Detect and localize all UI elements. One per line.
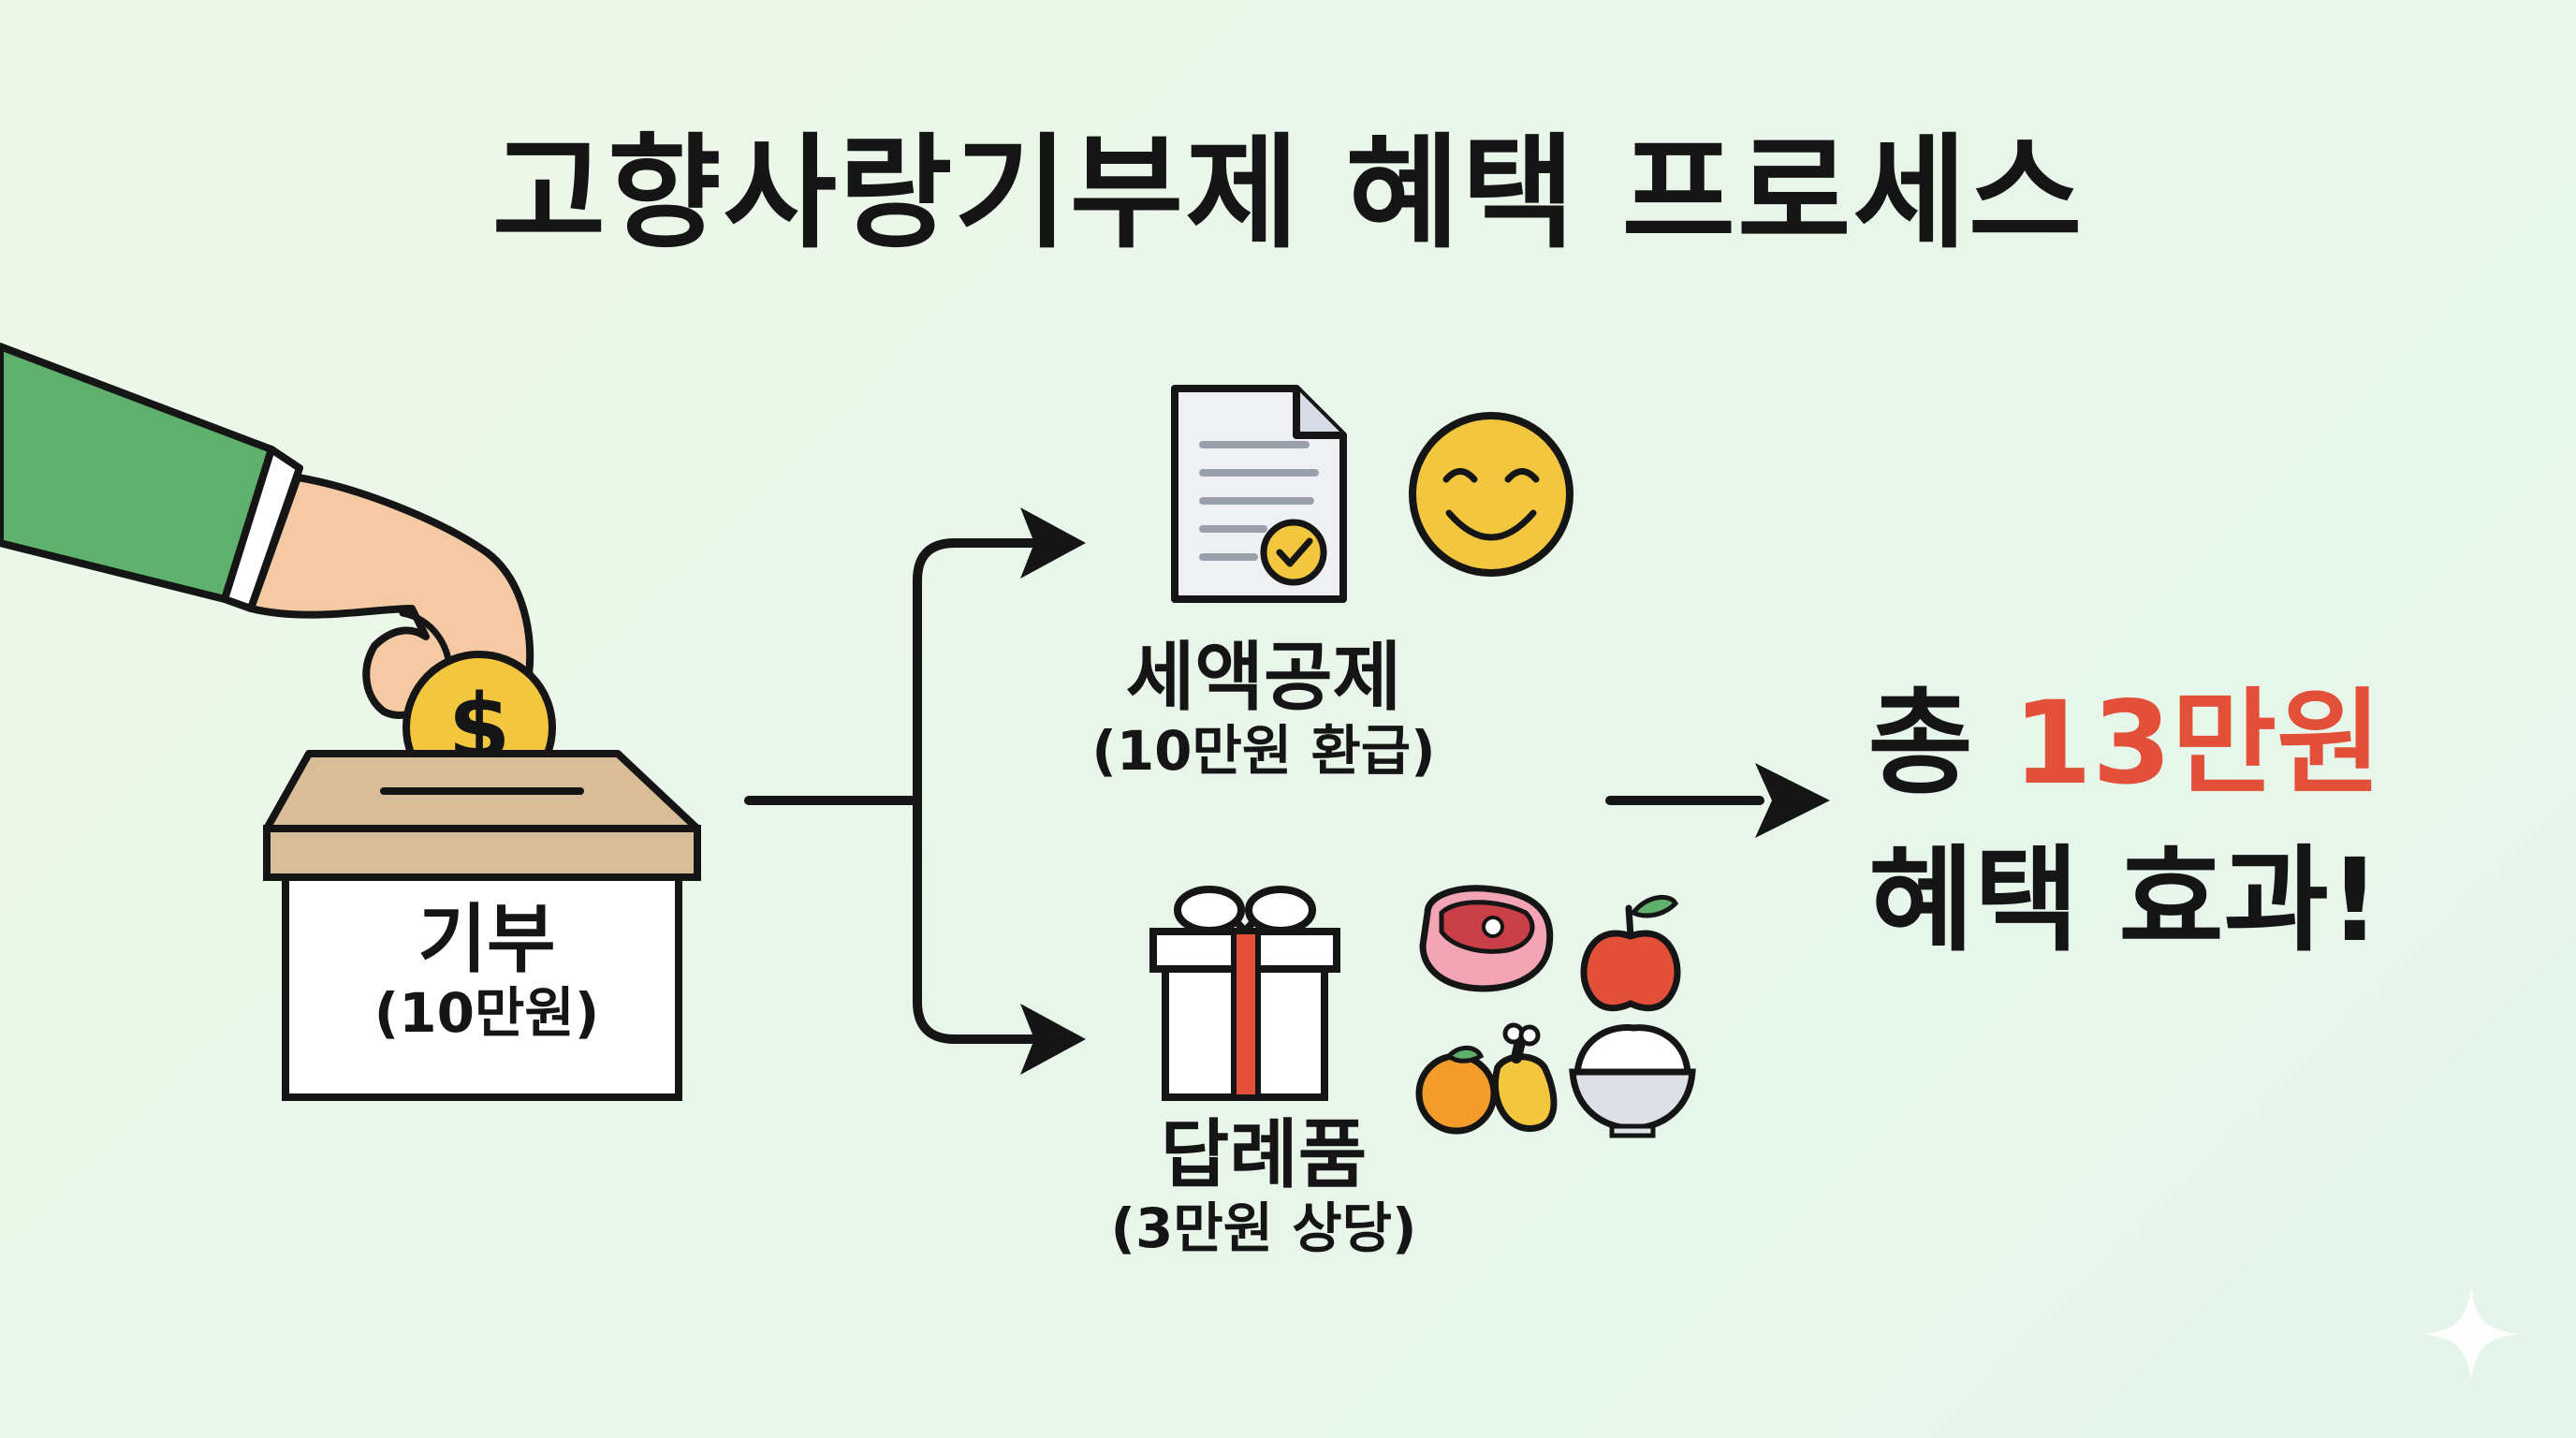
apple-icon [1580,894,1681,1012]
donation-amount: (10만원) [373,981,600,1045]
tax-credit-label: 세액공제 [1125,634,1402,721]
donation-label: 기부 [417,896,556,983]
result-prefix: 총 [1867,677,2013,810]
sparkle-icon [2424,1287,2518,1381]
gift-label-group: 답례품 (3만원 상당) [1030,1114,1498,1262]
arrow-head-top [1020,507,1086,579]
meat-icon [1419,885,1554,992]
arrow-head-bottom [1020,1004,1086,1075]
page-title: 고향사랑기부제 혜택 프로세스 [491,122,2085,266]
donation-box-icon [263,750,701,1101]
gift-detail: (3만원 상당) [1110,1196,1417,1260]
result-text: 총 13만원 혜택 효과! [1797,665,2452,980]
document-check-icon [1171,385,1347,603]
result-amount: 13만원 [2012,677,2382,810]
chicken-leg-icon [1491,1022,1558,1132]
result-suffix: 혜택 효과! [1868,834,2381,968]
gift-label: 답례품 [1160,1111,1368,1198]
gift-box-icon [1149,886,1340,1101]
tax-credit-detail: (10만원 환급) [1091,719,1436,783]
split-arrow [744,538,1039,1044]
tax-credit-label-group: 세액공제 (10만원 환급) [1030,637,1498,785]
result-arrow [1605,763,1830,838]
donation-label-group: 기부 (10만원) [281,899,693,1047]
rice-bowl-icon [1569,1024,1696,1138]
smiley-icon [1409,412,1573,577]
result-line-1: 총 13만원 [1797,665,2452,822]
